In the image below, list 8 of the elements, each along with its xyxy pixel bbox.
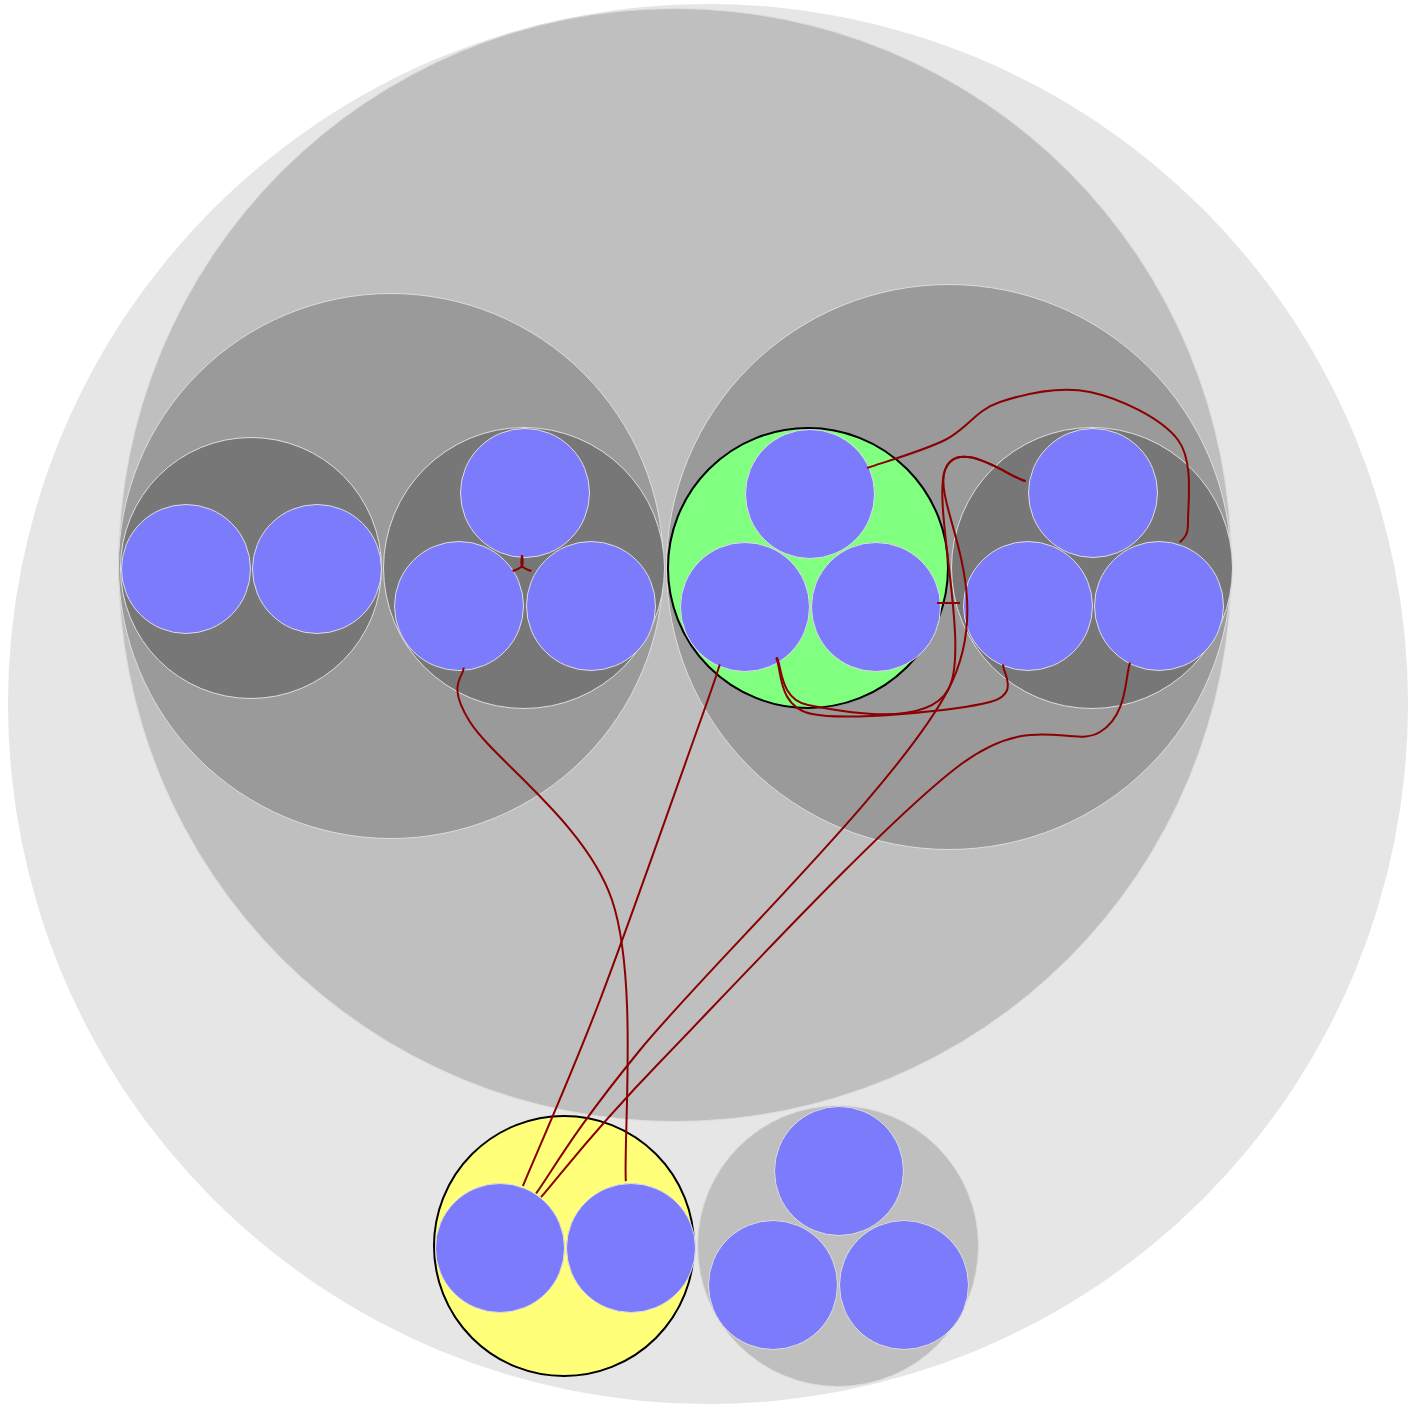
connector-line — [866, 388, 1191, 544]
connector-line — [775, 656, 1009, 718]
connector-line — [540, 661, 1132, 1199]
connector-line — [520, 554, 533, 573]
connector-line — [521, 663, 721, 1187]
connector-line — [456, 666, 629, 1183]
connector-line — [936, 602, 961, 604]
connector-line — [775, 455, 1027, 716]
